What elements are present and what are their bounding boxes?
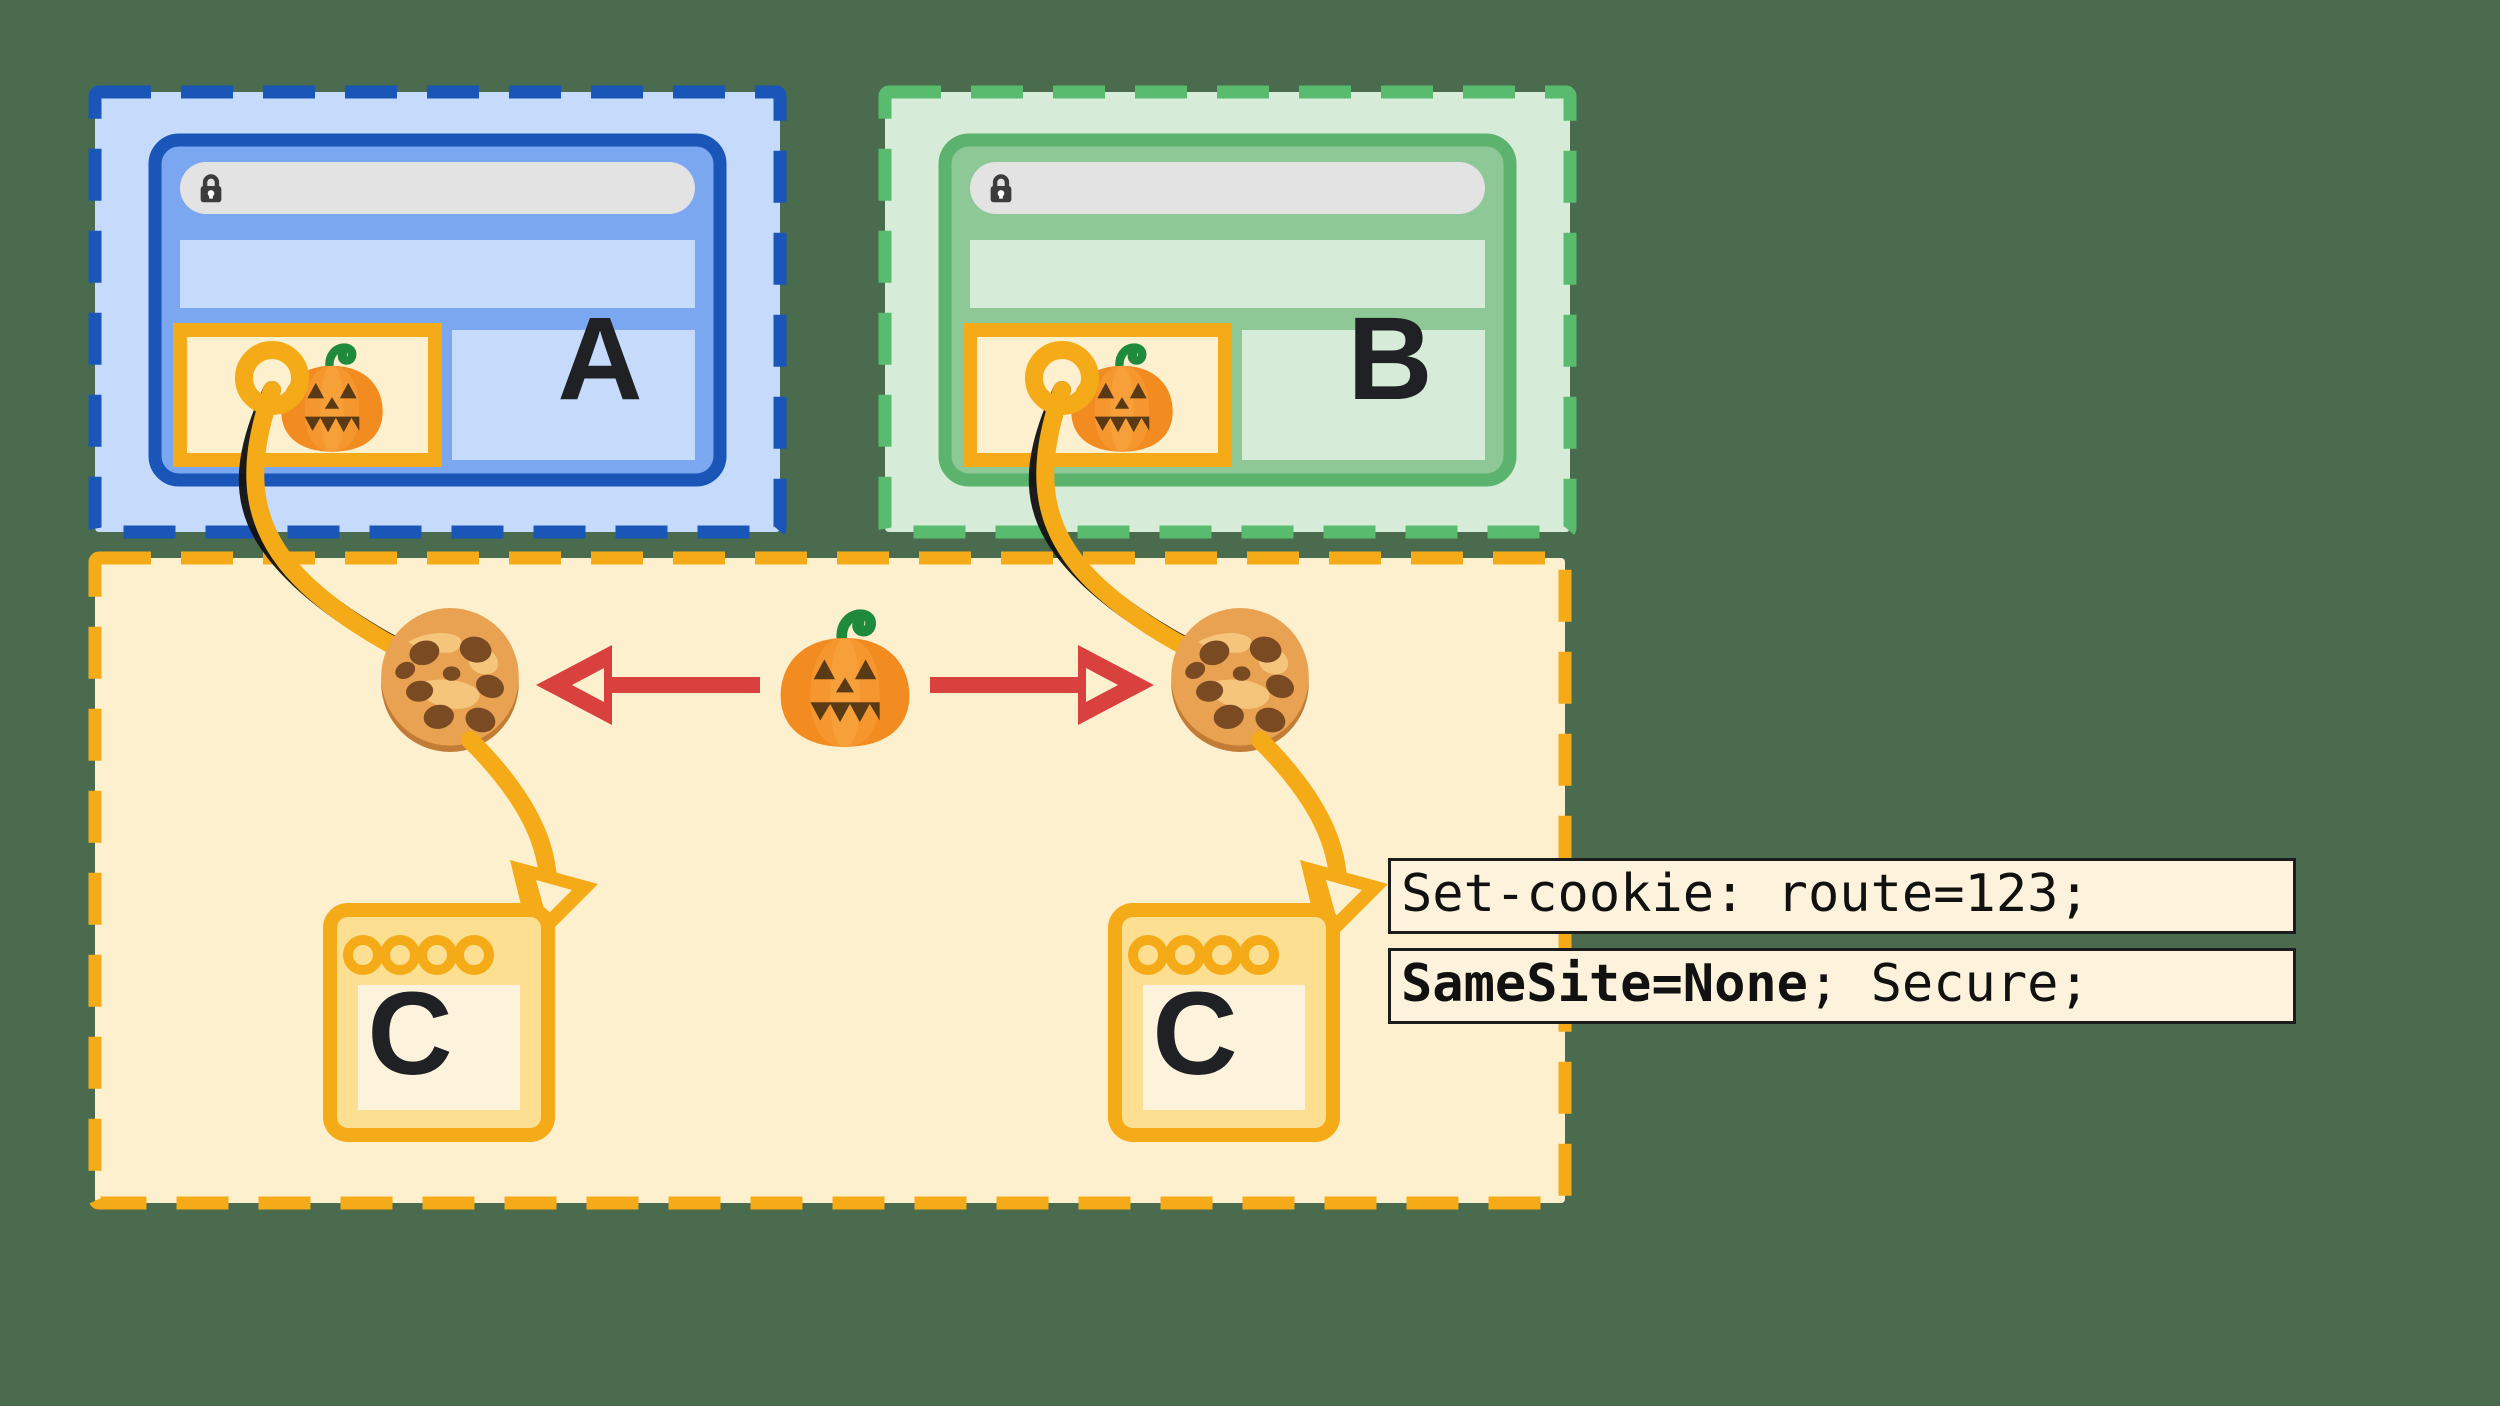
letter-panel-a: [452, 330, 695, 460]
browser-window-b: [938, 133, 1517, 487]
server-titlebar-dots: [1128, 935, 1279, 975]
letter-panel-b: [1242, 330, 1485, 460]
cookie-icon: [381, 608, 519, 752]
site-b-label: B: [1347, 293, 1433, 425]
samesite-none-token: SameSite=None: [1401, 954, 1808, 1014]
cross-site-link-arrow: [536, 645, 1154, 725]
flow-origin-ring-a: [235, 341, 309, 415]
cookie-icon: [1171, 608, 1309, 752]
server-c-right: [1108, 903, 1340, 1142]
secure-token: ; Secure;: [1808, 954, 2090, 1014]
server-titlebar-dots: [343, 935, 494, 975]
site-a-label: A: [557, 293, 643, 425]
server-c-right-label: C: [1152, 968, 1238, 1100]
set-cookie-callout-line-2: SameSite=None; Secure;: [1388, 948, 2296, 1024]
url-bar-a[interactable]: [180, 162, 695, 214]
content-strip-a: [180, 240, 695, 308]
server-c-left-label: C: [367, 968, 453, 1100]
server-c-right-screen: [1143, 985, 1305, 1110]
server-c-left-screen: [358, 985, 520, 1110]
flow-origin-ring-b: [1025, 341, 1099, 415]
content-strip-b: [970, 240, 1485, 308]
set-cookie-callout-line-1: Set-cookie: route=123;: [1388, 858, 2296, 934]
url-bar-b[interactable]: [970, 162, 1485, 214]
server-c-left: [323, 903, 555, 1142]
